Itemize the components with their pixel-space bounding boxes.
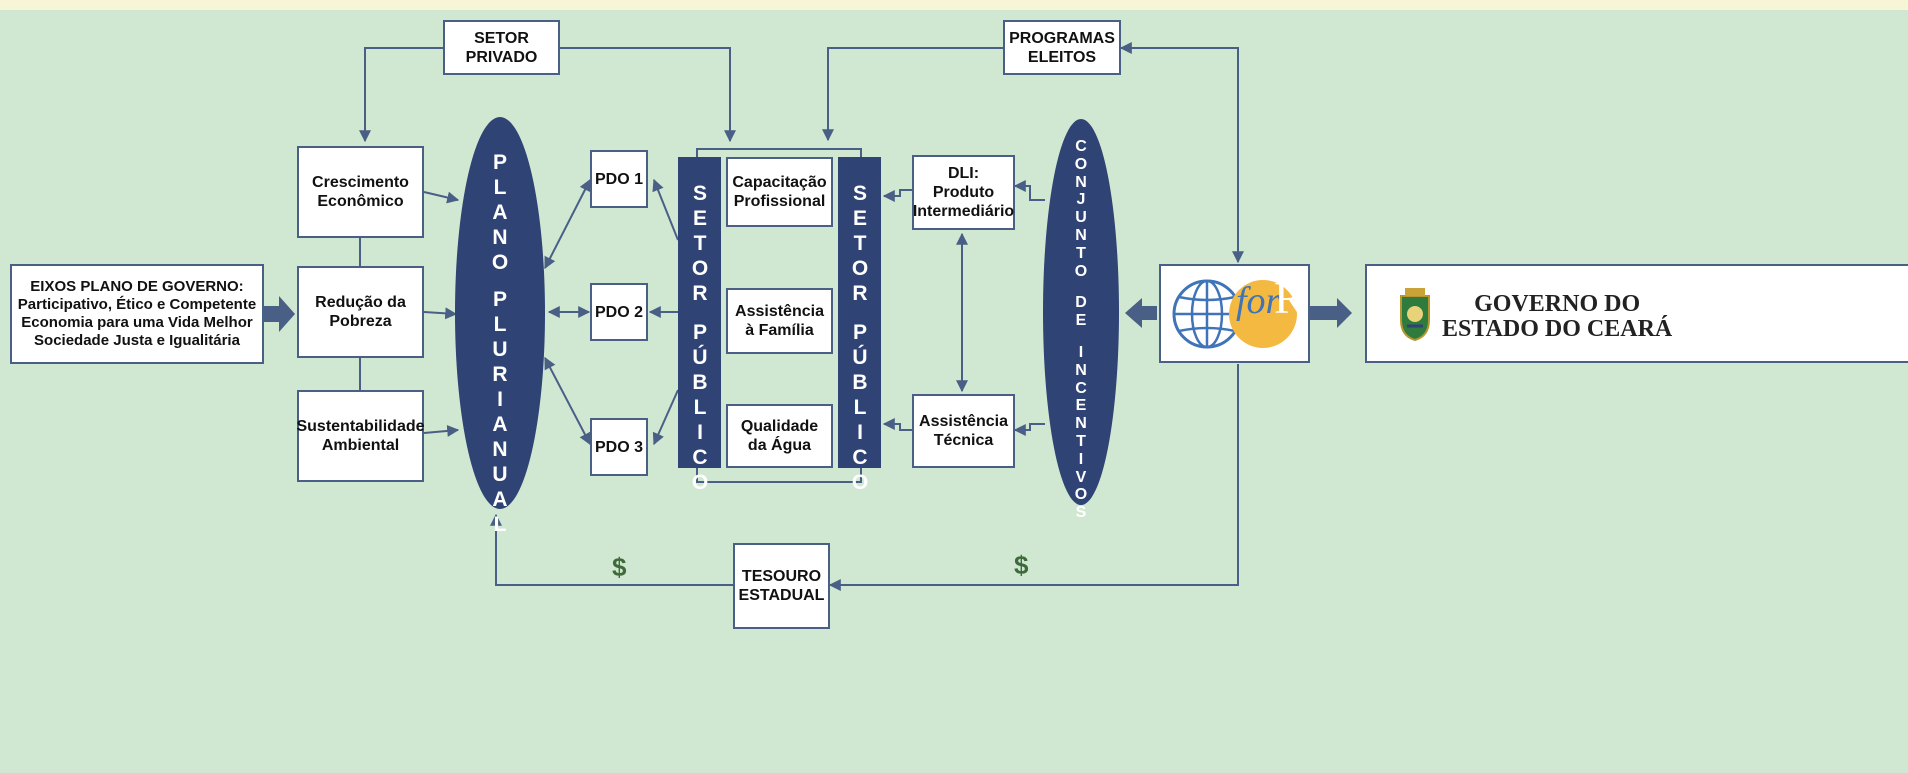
dollar-sign-left: $ [612, 552, 627, 582]
pfor-to-conjunto-arrow [1125, 298, 1157, 328]
pdo-3-box: PDO 3 [590, 418, 648, 476]
vertical-letter: N [1075, 173, 1087, 191]
vertical-letter: B [692, 371, 708, 394]
vertical-letter: O [851, 257, 869, 280]
world-globe-icon [1172, 279, 1297, 348]
vertical-letter: I [1078, 343, 1084, 361]
vertical-letter: E [1075, 312, 1087, 330]
vertical-letter: R [852, 282, 868, 305]
setor-publico-left-bar [678, 157, 721, 468]
vertical-letter: P [852, 321, 867, 344]
vertical-letter: I [1078, 450, 1084, 468]
vertical-letter: I [857, 421, 863, 444]
vertical-letter: O [1074, 486, 1088, 504]
objective-crescimento-economico: Crescimento Econômico [297, 146, 424, 238]
sector-capacitacao-profissional: Capacitação Profissional [726, 157, 833, 227]
vertical-letter: E [852, 207, 867, 230]
vertical-letter: T [1076, 432, 1086, 450]
plano-plurianual-ellipse [455, 117, 545, 509]
pfor-letter-r: R [1274, 272, 1305, 323]
vertical-letter: C [1075, 138, 1087, 155]
vertical-letter: Ú [852, 346, 868, 369]
vertical-letter: L [693, 396, 707, 419]
vertical-letter: A [492, 201, 508, 224]
vertical-letter: R [692, 282, 708, 305]
setor-publico-right-bar [838, 157, 881, 468]
vertical-letter: C [852, 446, 868, 469]
eixos-input-arrow [264, 296, 295, 332]
vertical-letter: N [492, 226, 508, 249]
vertical-letter: U [492, 463, 508, 486]
vertical-letter: L [493, 513, 507, 536]
state-coat-of-arms-icon [1400, 288, 1430, 342]
vertical-letter: N [1075, 415, 1087, 433]
dollar-sign-right: $ [1014, 550, 1029, 580]
governo-estado-ceara-text: GOVERNO DO ESTADO DO CEARÁ [1442, 291, 1673, 342]
tesouro-estadual-box: TESOURO ESTADUAL [733, 543, 830, 629]
vertical-letter: P [692, 321, 707, 344]
vertical-letter: N [492, 438, 508, 461]
eixos-plano-governo-box: EIXOS PLANO DE GOVERNO: Participativo, É… [10, 264, 264, 364]
vertical-letter: A [492, 488, 508, 511]
sector-qualidade-agua: Qualidade da Água [726, 404, 833, 468]
pdo-2-box: PDO 2 [590, 283, 648, 341]
vertical-letter: O [491, 251, 509, 274]
vertical-letter: S [692, 182, 707, 205]
setor-privado-box: SETOR PRIVADO [443, 20, 560, 75]
vertical-letter: B [852, 371, 868, 394]
vertical-letter: N [1075, 361, 1087, 379]
vertical-letter: U [492, 338, 508, 361]
vertical-letter: J [1076, 191, 1086, 209]
vertical-letter: E [692, 207, 707, 230]
vertical-letter: P [492, 151, 507, 174]
vertical-letter: O [851, 471, 869, 494]
vertical-letter: O [691, 257, 709, 280]
vertical-letter: O [1074, 155, 1088, 173]
sector-assistencia-familia: Assistência à Família [726, 288, 833, 354]
objective-sustentabilidade-ambiental: Sustentabilidade Ambiental [296, 390, 425, 482]
vertical-letter: P [492, 288, 507, 311]
dli-produto-intermediario-box: DLI: Produto Intermediário [912, 155, 1015, 230]
vertical-letter: L [853, 396, 867, 419]
vertical-letter: Ú [692, 346, 708, 369]
conjunto-incentivos-ellipse [1043, 119, 1119, 505]
vertical-letter: A [492, 413, 508, 436]
vertical-letter: I [697, 421, 703, 444]
pfor-text: for [1236, 280, 1281, 322]
governo-estado-ceara-box: GOVERNO DO ESTADO DO CEARÁ [1365, 264, 1908, 363]
vertical-letter: D [1075, 294, 1087, 312]
vertical-letter: T [693, 232, 707, 255]
vertical-letter: T [853, 232, 867, 255]
vertical-letter: E [1075, 397, 1087, 415]
vertical-letter: T [1076, 244, 1086, 262]
programas-eleitos-box: PROGRAMAS ELEITOS [1003, 20, 1121, 75]
pfor-logo-box: for R [1159, 264, 1310, 363]
vertical-letter: L [493, 176, 507, 199]
vertical-letter: R [492, 363, 508, 386]
vertical-letter: C [692, 446, 708, 469]
vertical-letter: O [1074, 262, 1088, 280]
vertical-letter: O [691, 471, 709, 494]
vertical-letter: N [1075, 226, 1087, 244]
vertical-letter: I [497, 388, 503, 411]
vertical-letter: S [852, 182, 867, 205]
top-band [0, 0, 1908, 10]
assistencia-tecnica-box: Assistência Técnica [912, 394, 1015, 468]
vertical-letter: C [1075, 379, 1087, 397]
pdo-1-box: PDO 1 [590, 150, 648, 208]
vertical-letter: U [1075, 209, 1087, 227]
vertical-letter: L [493, 313, 507, 336]
vertical-letter: V [1075, 468, 1087, 486]
vertical-letter: S [1075, 504, 1087, 522]
objective-reducao-pobreza: Redução da Pobreza [297, 266, 424, 358]
